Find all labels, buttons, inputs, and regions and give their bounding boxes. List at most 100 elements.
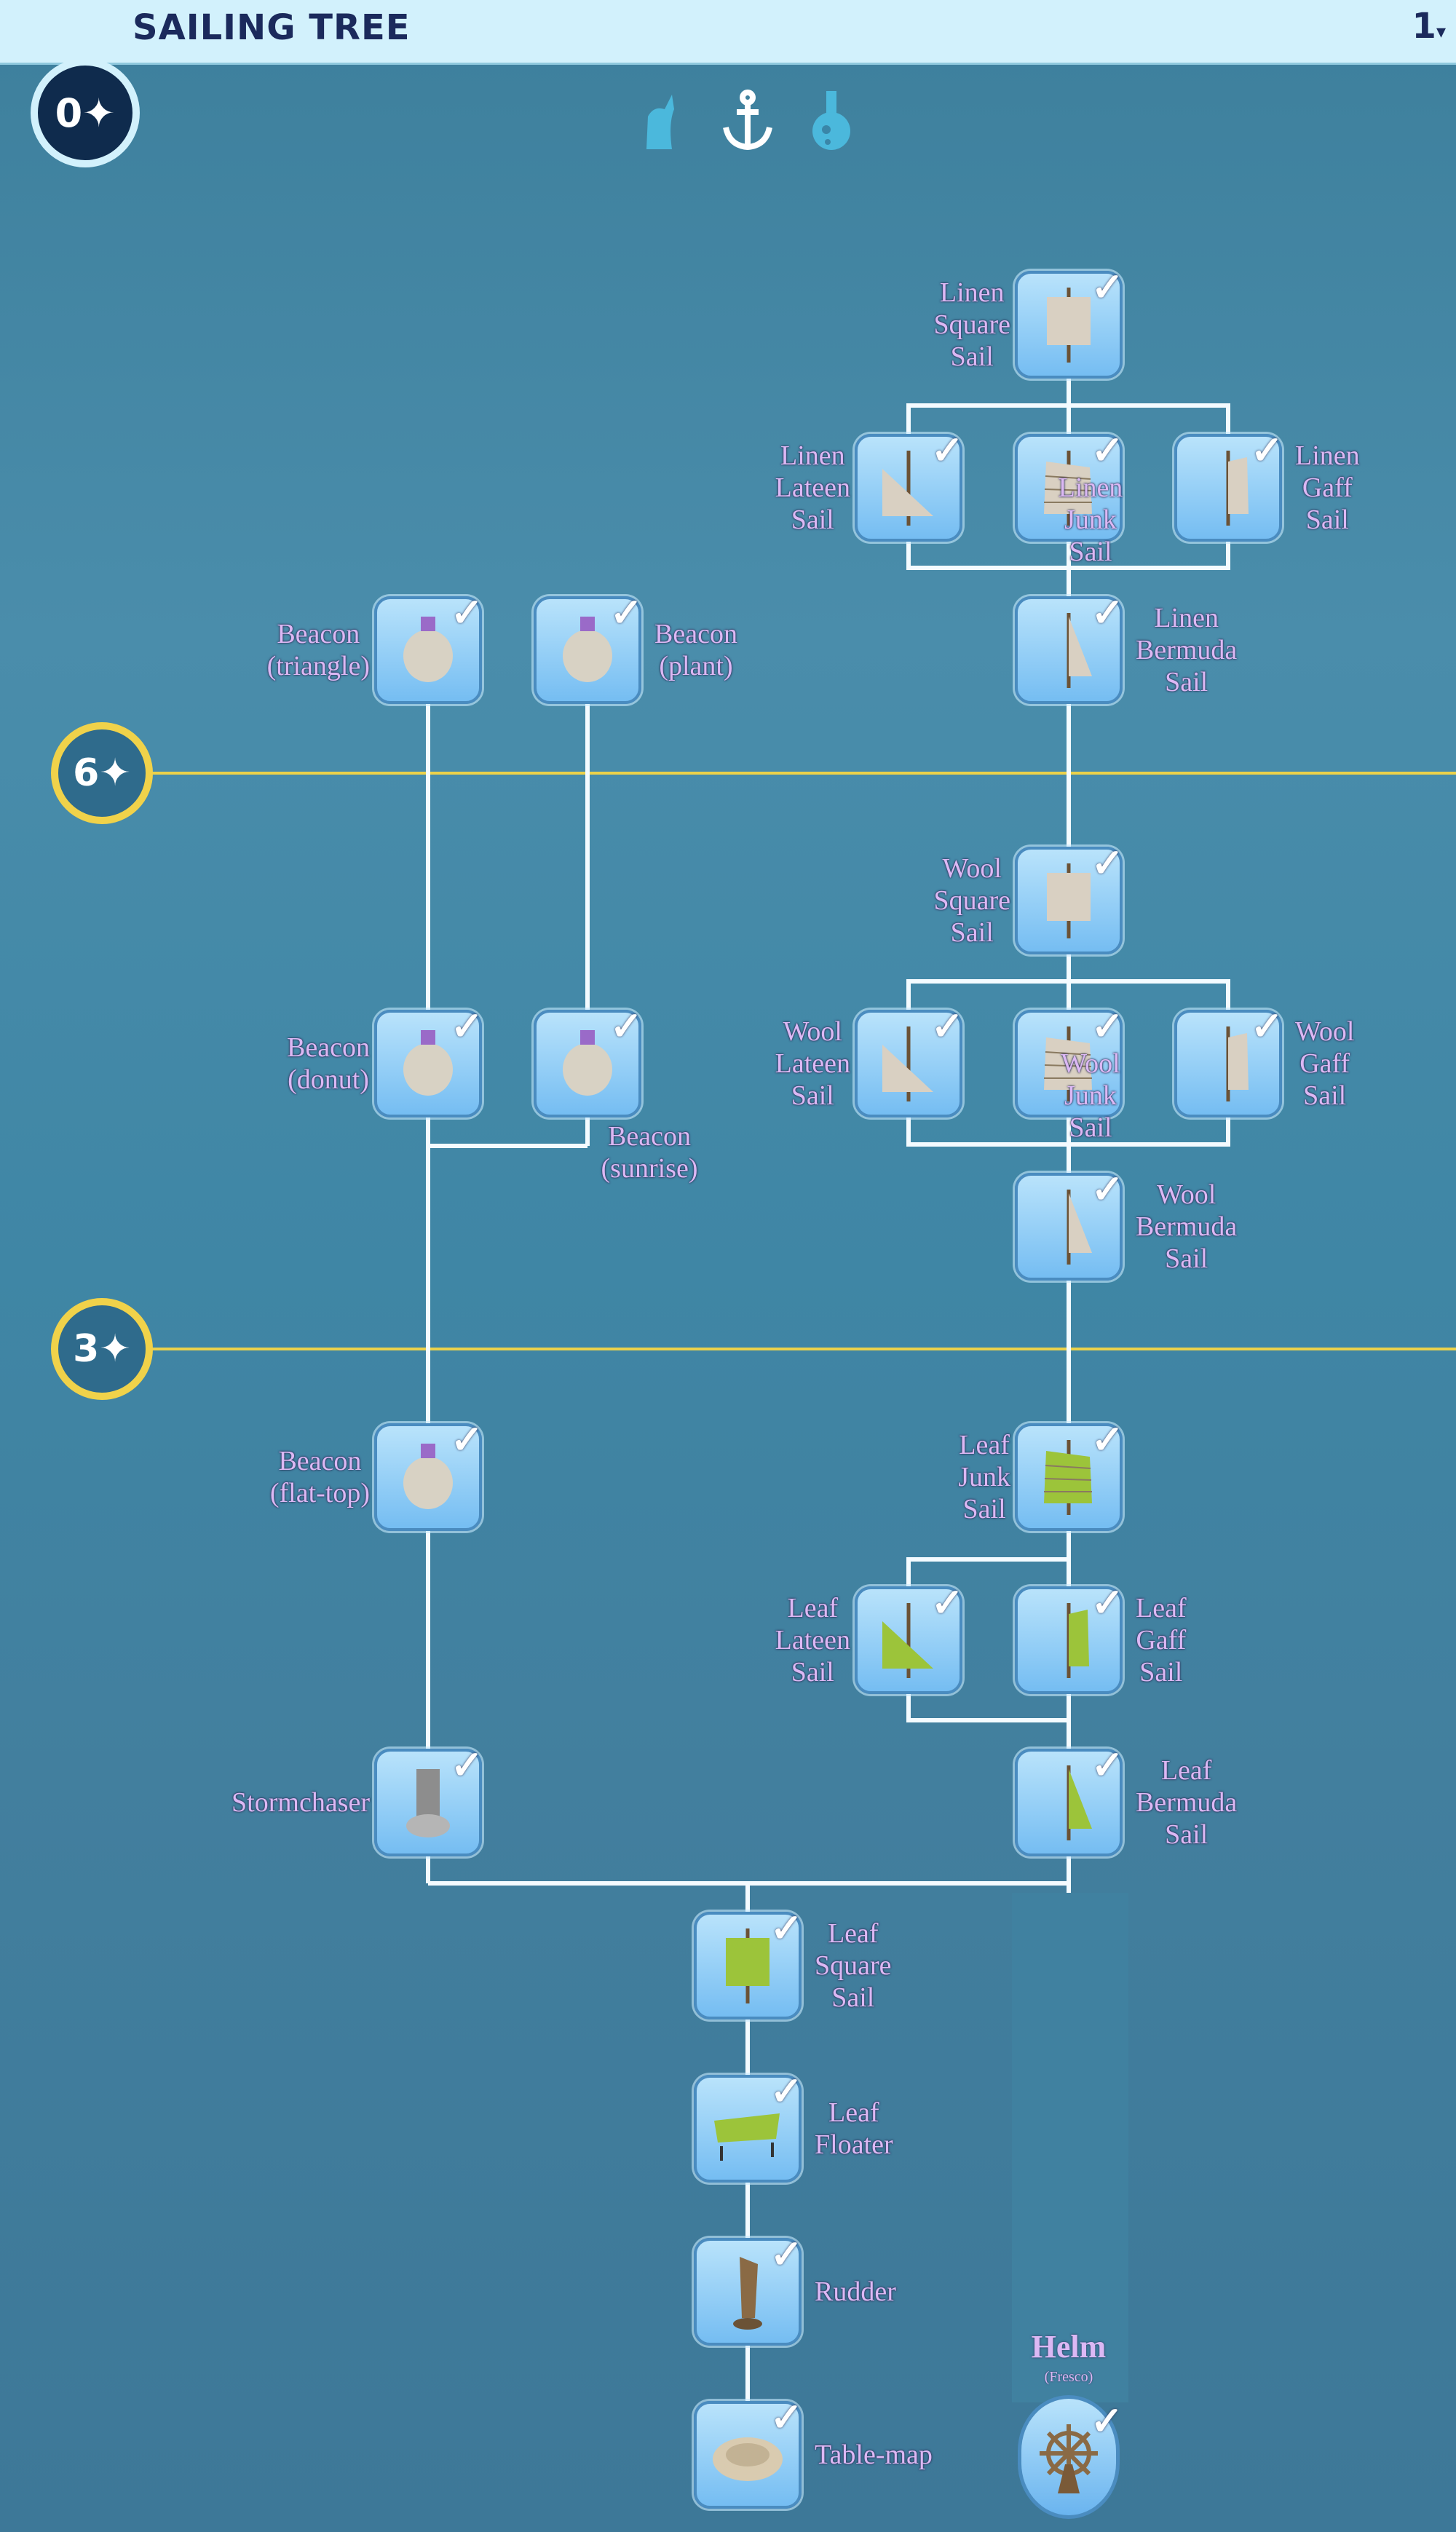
node-wool-junk-sail[interactable]: ✓ [1015, 1005, 1124, 1117]
node-leaf-gaff-sail[interactable]: ✓ [1015, 1581, 1124, 1694]
lat-item-icon [882, 1026, 933, 1101]
node-beacon-plant[interactable]: ✓ [534, 591, 643, 704]
page-number: 1 [1412, 6, 1436, 47]
checkmark-icon: ✓ [769, 1907, 803, 1950]
lat-item-icon [882, 1603, 933, 1678]
ber-item-icon [1067, 1190, 1092, 1265]
node-label: Leaf Bermuda Sail [1136, 1755, 1238, 1850]
level-divider-3 [146, 1348, 1456, 1350]
checkmark-icon: ✓ [609, 591, 643, 635]
float-item-icon [714, 2113, 780, 2161]
checkmark-icon: ✓ [769, 2396, 803, 2440]
level-divider-6 [146, 772, 1456, 775]
node-leaf-square-sail[interactable]: ✓ [694, 1907, 803, 2019]
checkmark-icon: ✓ [450, 1418, 483, 1462]
node-label: Wool Junk Sail [1061, 1048, 1120, 1143]
node-label: Wool Gaff Sail [1295, 1016, 1355, 1111]
level-badge-6: 6✦ [51, 722, 153, 824]
bea-item-icon [403, 617, 453, 682]
anchor-icon[interactable] [715, 87, 780, 153]
junk-item-icon [1044, 1026, 1092, 1101]
node-linen-square-sail[interactable]: ✓ [1015, 266, 1124, 379]
node-label: Wool Square Sail [933, 853, 1010, 948]
checkmark-icon: ✓ [1091, 266, 1124, 309]
ber-item-icon [1067, 1765, 1092, 1840]
node-label: Linen Gaff Sail [1295, 440, 1360, 535]
node-label: Leaf Junk Sail [958, 1430, 1010, 1524]
checkmark-icon: ✓ [1090, 2400, 1123, 2443]
checkmark-icon: ✓ [1091, 1005, 1124, 1048]
node-label: Wool Lateen Sail [775, 1016, 850, 1111]
node-stormchaser[interactable]: ✓ [374, 1746, 483, 1856]
checkmark-icon: ✓ [450, 1005, 483, 1048]
node-label: Beacon (donut) [287, 1032, 370, 1095]
page-selector[interactable]: 1▾ [1412, 6, 1446, 47]
node-label: Table-map [815, 2440, 933, 2470]
node-label: Leaf Gaff Sail [1136, 1593, 1187, 1688]
node-leaf-bermuda-sail[interactable]: ✓ [1015, 1744, 1124, 1856]
node-leaf-junk-sail[interactable]: ✓ [1015, 1418, 1124, 1531]
node-wool-square-sail[interactable]: ✓ [1015, 842, 1124, 954]
bea-item-icon [403, 1444, 453, 1509]
checkmark-icon: ✓ [769, 2233, 803, 2276]
node-wool-gaff-sail[interactable]: ✓ [1174, 1005, 1283, 1117]
node-label: Stormchaser [232, 1787, 370, 1818]
rud-item-icon [733, 2257, 762, 2330]
checkmark-icon: ✓ [450, 591, 483, 635]
checkmark-icon: ✓ [930, 429, 964, 472]
helm-node[interactable]: ✓ [1018, 2395, 1123, 2519]
helm-subtitle: (Fresco) [1044, 2369, 1093, 2385]
node-beacon-triangle[interactable]: ✓ [374, 591, 483, 704]
potion-icon[interactable] [799, 87, 864, 153]
points-badge: 0✦ [31, 58, 140, 167]
node-leaf-floater[interactable]: ✓ [694, 2070, 803, 2183]
checkmark-icon: ✓ [1091, 429, 1124, 472]
checkmark-icon: ✓ [1091, 1168, 1124, 1211]
node-beacon-donut[interactable]: ✓ [374, 1005, 483, 1117]
node-linen-junk-sail[interactable]: ✓ [1015, 429, 1124, 542]
node-label: Linen Square Sail [933, 277, 1010, 372]
chevron-down-icon: ▾ [1436, 21, 1446, 43]
node-label: Wool Bermuda Sail [1136, 1179, 1238, 1274]
node-label: Beacon (sunrise) [601, 1121, 698, 1184]
node-wool-bermuda-sail[interactable]: ✓ [1015, 1168, 1124, 1281]
checkmark-icon: ✓ [769, 2070, 803, 2113]
checkmark-icon: ✓ [1091, 1744, 1124, 1787]
bea-item-icon [563, 617, 612, 682]
node-label: Beacon (triangle) [266, 619, 370, 681]
checkmark-icon: ✓ [1091, 1581, 1124, 1625]
node-label: Linen Lateen Sail [775, 440, 850, 535]
checkmark-icon: ✓ [1250, 1005, 1283, 1048]
lat-item-icon [882, 451, 933, 526]
node-label: Linen Junk Sail [1058, 472, 1123, 567]
page-title: SAILING TREE [132, 7, 411, 48]
node-label: Beacon (flat-top) [269, 1446, 370, 1508]
node-leaf-lateen-sail[interactable]: ✓ [855, 1581, 964, 1694]
node-label: Leaf Lateen Sail [775, 1593, 850, 1688]
figurehead-icon[interactable] [632, 87, 697, 153]
node-linen-lateen-sail[interactable]: ✓ [855, 429, 964, 542]
node-label: Leaf Floater [815, 2097, 893, 2160]
node-wool-lateen-sail[interactable]: ✓ [855, 1007, 964, 1117]
bea-item-icon [403, 1030, 453, 1096]
gaff-item-icon [1067, 1603, 1089, 1678]
checkmark-icon: ✓ [1091, 842, 1124, 885]
checkmark-icon: ✓ [1091, 1418, 1124, 1462]
node-table-map[interactable]: ✓ [694, 2396, 803, 2509]
node-linen-bermuda-sail[interactable]: ✓ [1015, 593, 1124, 704]
sq-item-icon [726, 1928, 769, 2003]
checkmark-icon: ✓ [930, 1581, 964, 1625]
checkmark-icon: ✓ [609, 1005, 643, 1048]
sq-item-icon [1047, 288, 1091, 363]
node-beacon-sunrise[interactable]: ✓ [534, 1005, 643, 1117]
node-label: Beacon (plant) [654, 619, 737, 681]
node-label: Rudder [815, 2276, 896, 2307]
node-label: Leaf Square Sail [815, 1918, 892, 2013]
node-label: Linen Bermuda Sail [1136, 603, 1238, 697]
map-item-icon [713, 2437, 783, 2481]
sq-item-icon [1047, 863, 1091, 938]
node-beacon-flat-top[interactable]: ✓ [374, 1418, 483, 1531]
node-linen-gaff-sail[interactable]: ✓ [1174, 431, 1283, 542]
node-rudder[interactable]: ✓ [694, 2233, 803, 2346]
